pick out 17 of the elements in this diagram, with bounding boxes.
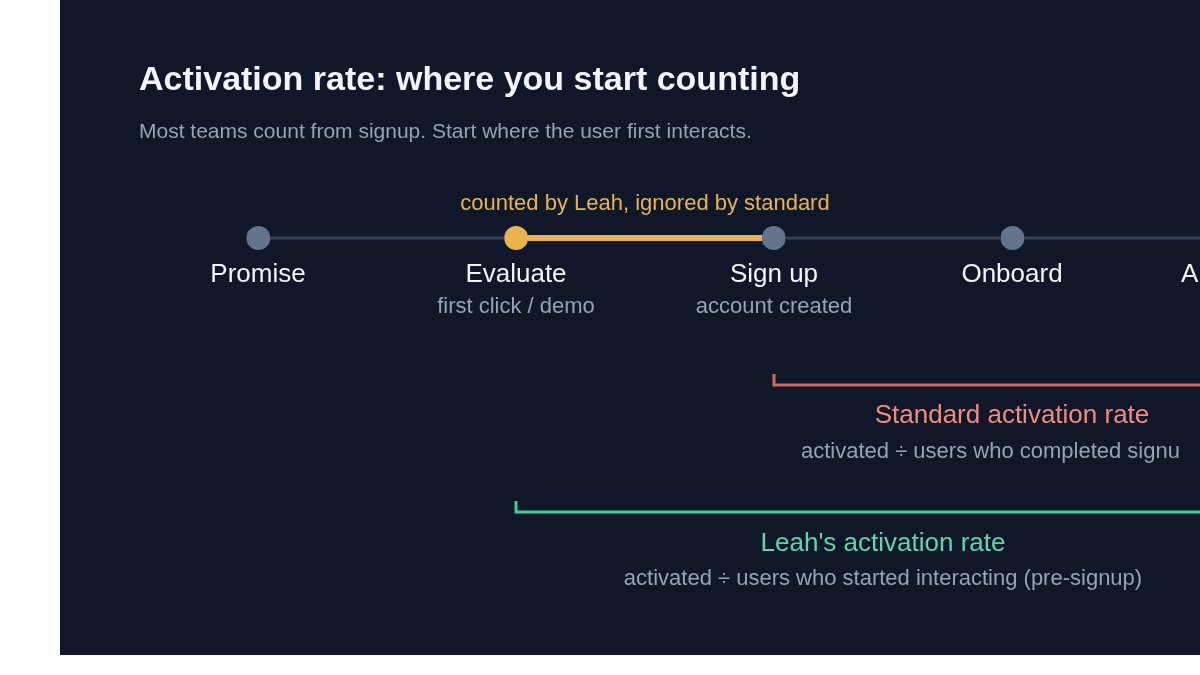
connector-line bbox=[786, 236, 1000, 240]
range-formula: activated ÷ users who completed signu bbox=[801, 437, 1180, 465]
range-formula: activated ÷ users who started interacting (pre-signup) bbox=[623, 564, 1143, 592]
step-label: Promise bbox=[210, 258, 306, 290]
connector-line bbox=[528, 235, 762, 241]
step-label: Onboard bbox=[961, 258, 1063, 290]
connector-line bbox=[270, 236, 504, 240]
step-caption: account created bbox=[695, 293, 853, 320]
step-label: Evaluate bbox=[465, 258, 567, 290]
subtitle: Most teams count from signup. Start where the user first interacts. bbox=[139, 118, 752, 144]
range-title: Leah's activation rate bbox=[760, 527, 1006, 559]
diagram-title: Activation rate: where you start counting bbox=[139, 57, 801, 99]
step-label: Sign up bbox=[729, 258, 819, 290]
step-label: A bbox=[1181, 258, 1199, 290]
step-caption: first click / demo bbox=[437, 293, 595, 320]
connector-line bbox=[1024, 236, 1200, 240]
range-title: Standard activation rate bbox=[874, 399, 1150, 431]
